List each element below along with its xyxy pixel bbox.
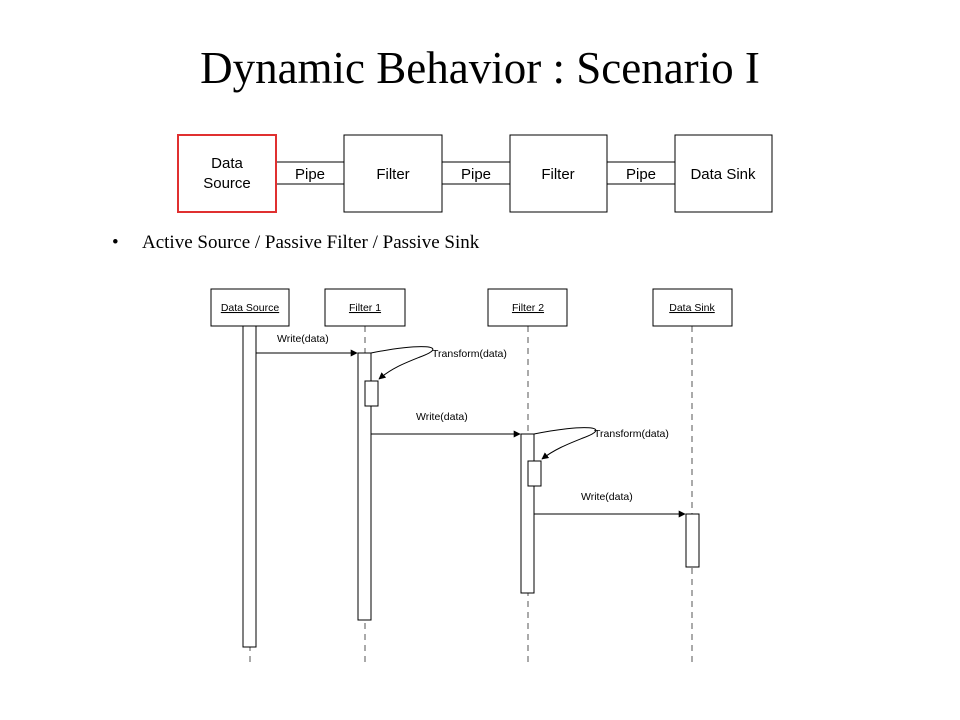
- lifeline-header-data-sink: [652, 288, 733, 327]
- message-arrow-4: [533, 427, 597, 460]
- page-title: Dynamic Behavior : Scenario I: [200, 43, 760, 93]
- pipeline-diagram: Data Source Pipe Filter Pipe Filter Pipe…: [177, 134, 773, 213]
- sequence-diagram: Data Source Filter 1 Filter 2 Data Sink …: [210, 288, 733, 664]
- data-source-box: [177, 134, 277, 213]
- lifeline-header-filter-2: [487, 288, 568, 327]
- message-label-4: Transform(data): [594, 428, 669, 440]
- bullet-text: Active Source / Passive Filter / Passive…: [142, 232, 480, 253]
- message-label-2: Transform(data): [432, 348, 507, 360]
- message-label-3: Write(data): [416, 411, 468, 423]
- pipe-label-2: Pipe: [461, 166, 491, 183]
- bullet-item: • Active Source / Passive Filter / Passiv…: [112, 232, 479, 254]
- lifeline-label-filter-2: Filter 2: [512, 302, 544, 314]
- lifeline-header-filter-1: [324, 288, 406, 327]
- lifeline-label-data-source: Data Source: [221, 302, 280, 314]
- data-sink-box: [674, 134, 773, 213]
- activation-filter-1-transform: [364, 380, 379, 407]
- lifeline-header-data-source: [210, 288, 290, 327]
- lifeline-label-data-sink: Data Sink: [669, 302, 715, 314]
- activation-filter-2: [520, 433, 535, 594]
- lifeline-label-filter-1: Filter 1: [349, 302, 381, 314]
- pipe-label-3: Pipe: [626, 166, 656, 183]
- message-arrow-2: [370, 346, 434, 380]
- pipe-label-1: Pipe: [295, 166, 325, 183]
- filter-label-1: Filter: [376, 166, 409, 183]
- data-source-label-2: Source: [203, 175, 251, 192]
- message-label-5: Write(data): [581, 491, 633, 503]
- filter-label-2: Filter: [541, 166, 574, 183]
- data-sink-label: Data Sink: [690, 166, 756, 183]
- activation-filter-1: [357, 352, 372, 621]
- message-label-1: Write(data): [277, 333, 329, 345]
- activation-data-sink: [685, 513, 700, 568]
- filter-box-1: [343, 134, 443, 213]
- filter-box-2: [509, 134, 608, 213]
- data-source-label-1: Data: [211, 155, 243, 172]
- bullet-marker: •: [112, 232, 119, 253]
- activation-filter-2-transform: [527, 460, 542, 487]
- activation-data-source: [242, 325, 257, 648]
